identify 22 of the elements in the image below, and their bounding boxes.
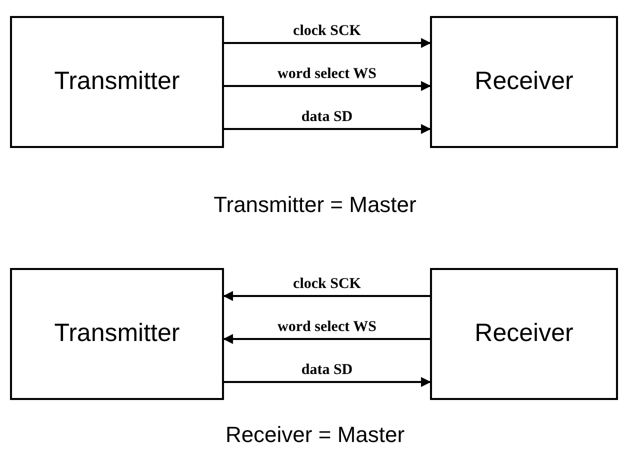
block-box	[10, 268, 224, 400]
caption-text: Receiver = Master	[224, 421, 406, 449]
arrow	[223, 334, 430, 344]
edge-label: data SD	[300, 108, 354, 126]
block-label: Transmitter	[54, 66, 180, 98]
edge-label: clock SCK	[292, 275, 362, 293]
block-box	[430, 16, 618, 148]
arrow	[224, 124, 431, 134]
arrow	[224, 377, 431, 387]
edge-label: clock SCK	[292, 22, 362, 40]
arrow	[224, 38, 431, 48]
block-box	[430, 268, 618, 400]
edge-label: word select WS	[276, 65, 378, 83]
block-label: Transmitter	[54, 318, 180, 350]
edge-label: word select WS	[276, 318, 378, 336]
block-box	[10, 16, 224, 148]
edge-label: data SD	[300, 361, 354, 379]
arrow	[224, 81, 431, 91]
arrow	[223, 291, 430, 301]
block-label: Receiver	[474, 66, 574, 98]
block-label: Receiver	[474, 318, 574, 350]
caption-text: Transmitter = Master	[212, 191, 418, 219]
